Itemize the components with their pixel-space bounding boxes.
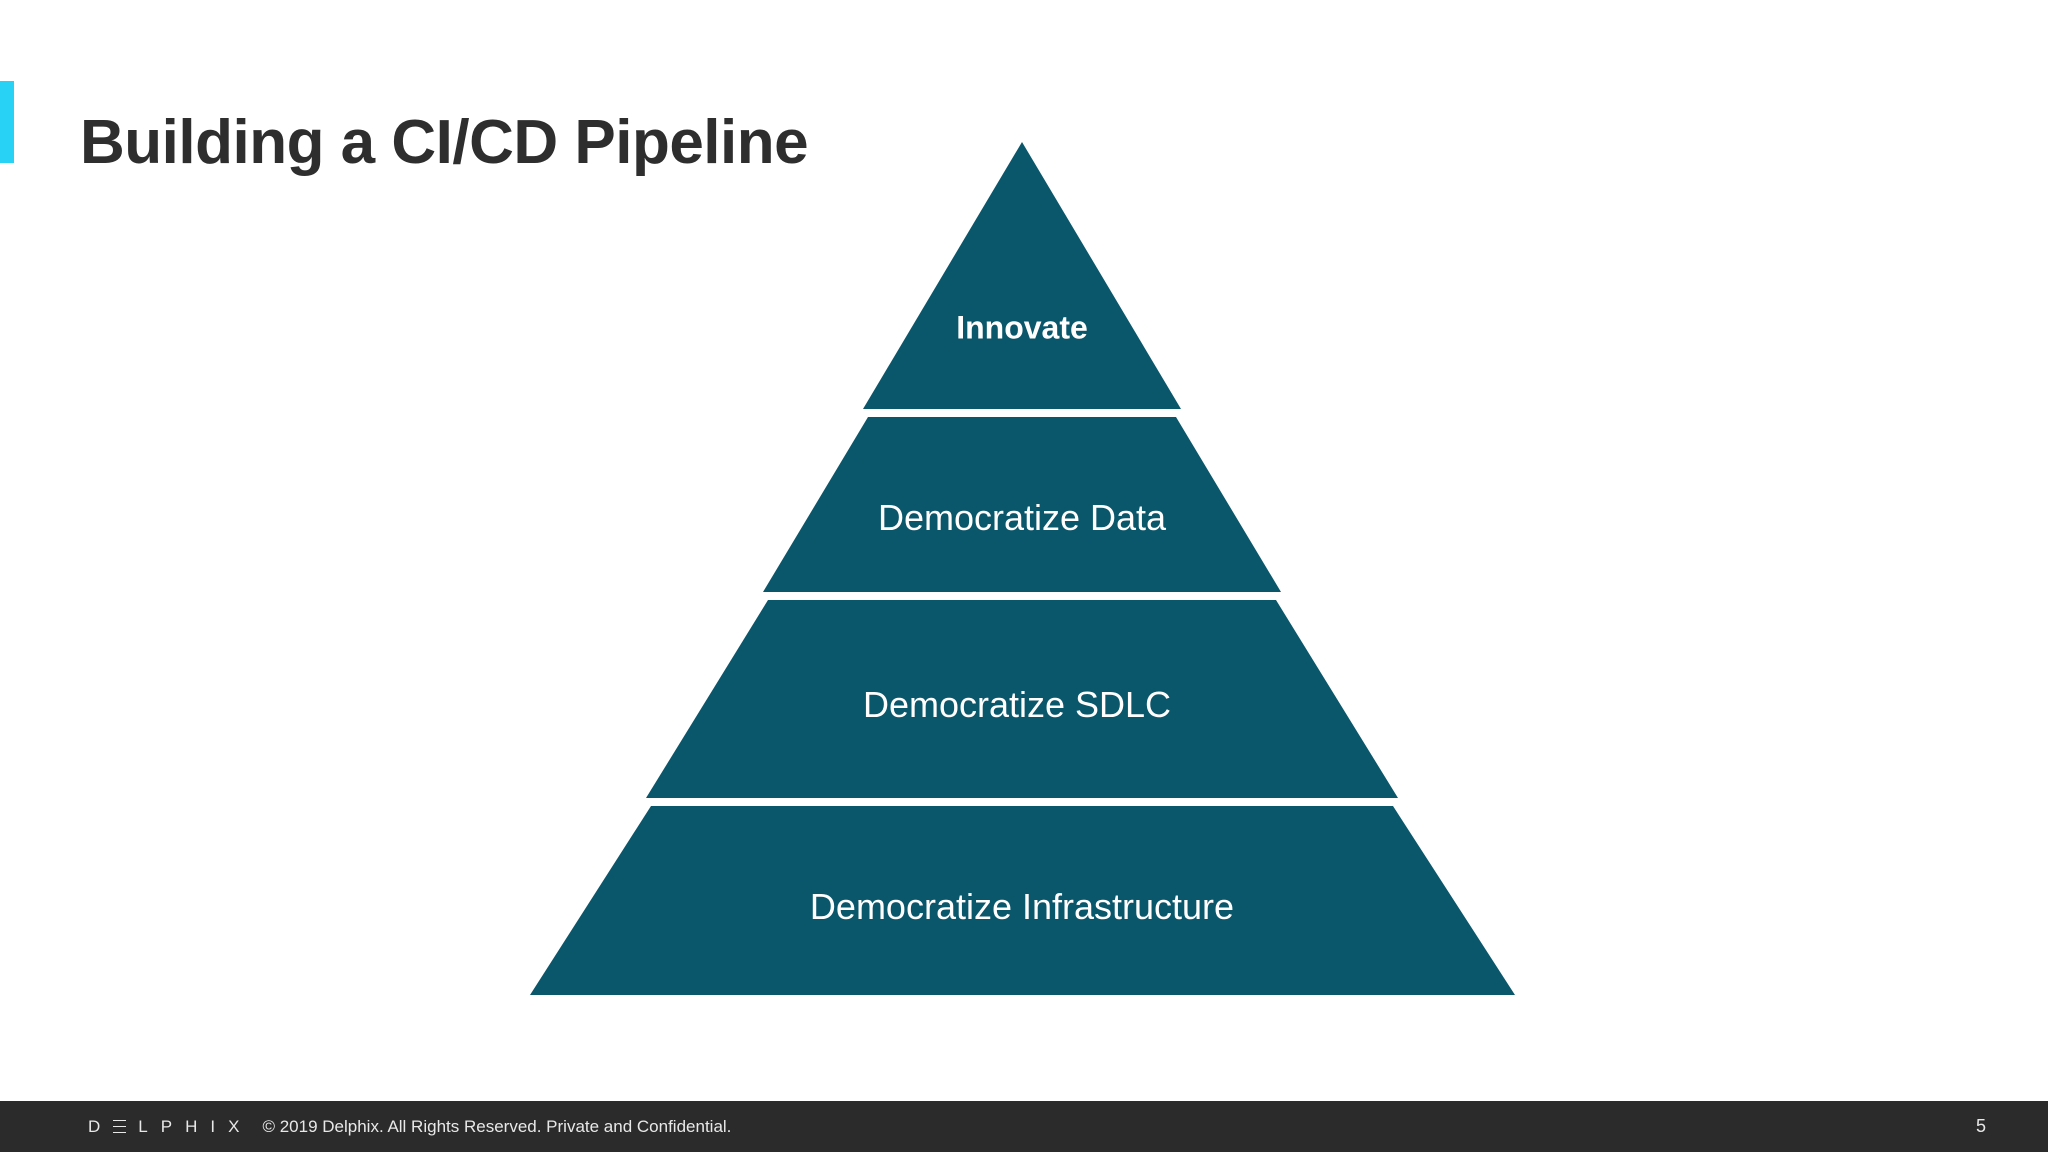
pyramid-tier-democratize-sdlc-shape [646,600,1398,798]
pyramid-tier-democratize-infrastructure-shape [530,806,1515,995]
logo-letter-d: D [88,1117,102,1136]
logo-letter-e-icon [113,1119,127,1134]
logo-letter-l: L [138,1117,149,1136]
slide-footer: D L P H I X © 2019 Delphix. All Rights R… [0,1101,2048,1152]
logo-letter-x: X [228,1117,241,1136]
pyramid-tier-label-democratize-data: Democratize Data [877,497,1167,538]
logo-letter-p: P [160,1117,174,1136]
logo-letter-h: H [185,1117,199,1136]
logo-letter-i: I [210,1117,217,1136]
page-title: Building a CI/CD Pipeline [80,108,809,177]
pyramid-tier-label-democratize-infrastructure: Democratize Infrastructure [809,886,1235,927]
pyramid-tier-label-innovate: Innovate [956,309,1088,346]
pyramid-tier-innovate-shape [863,142,1181,409]
copyright-notice: © 2019 Delphix. All Rights Reserved. Pri… [262,1116,732,1136]
delphix-logo: D L P H I X [88,1118,240,1135]
pyramid-tier-democratize-data-shape [763,417,1281,592]
pyramid-tier-label-democratize-sdlc: Democratize SDLC [862,684,1172,725]
page-number: 5 [1975,1116,1986,1136]
title-accent-bar [0,81,14,163]
